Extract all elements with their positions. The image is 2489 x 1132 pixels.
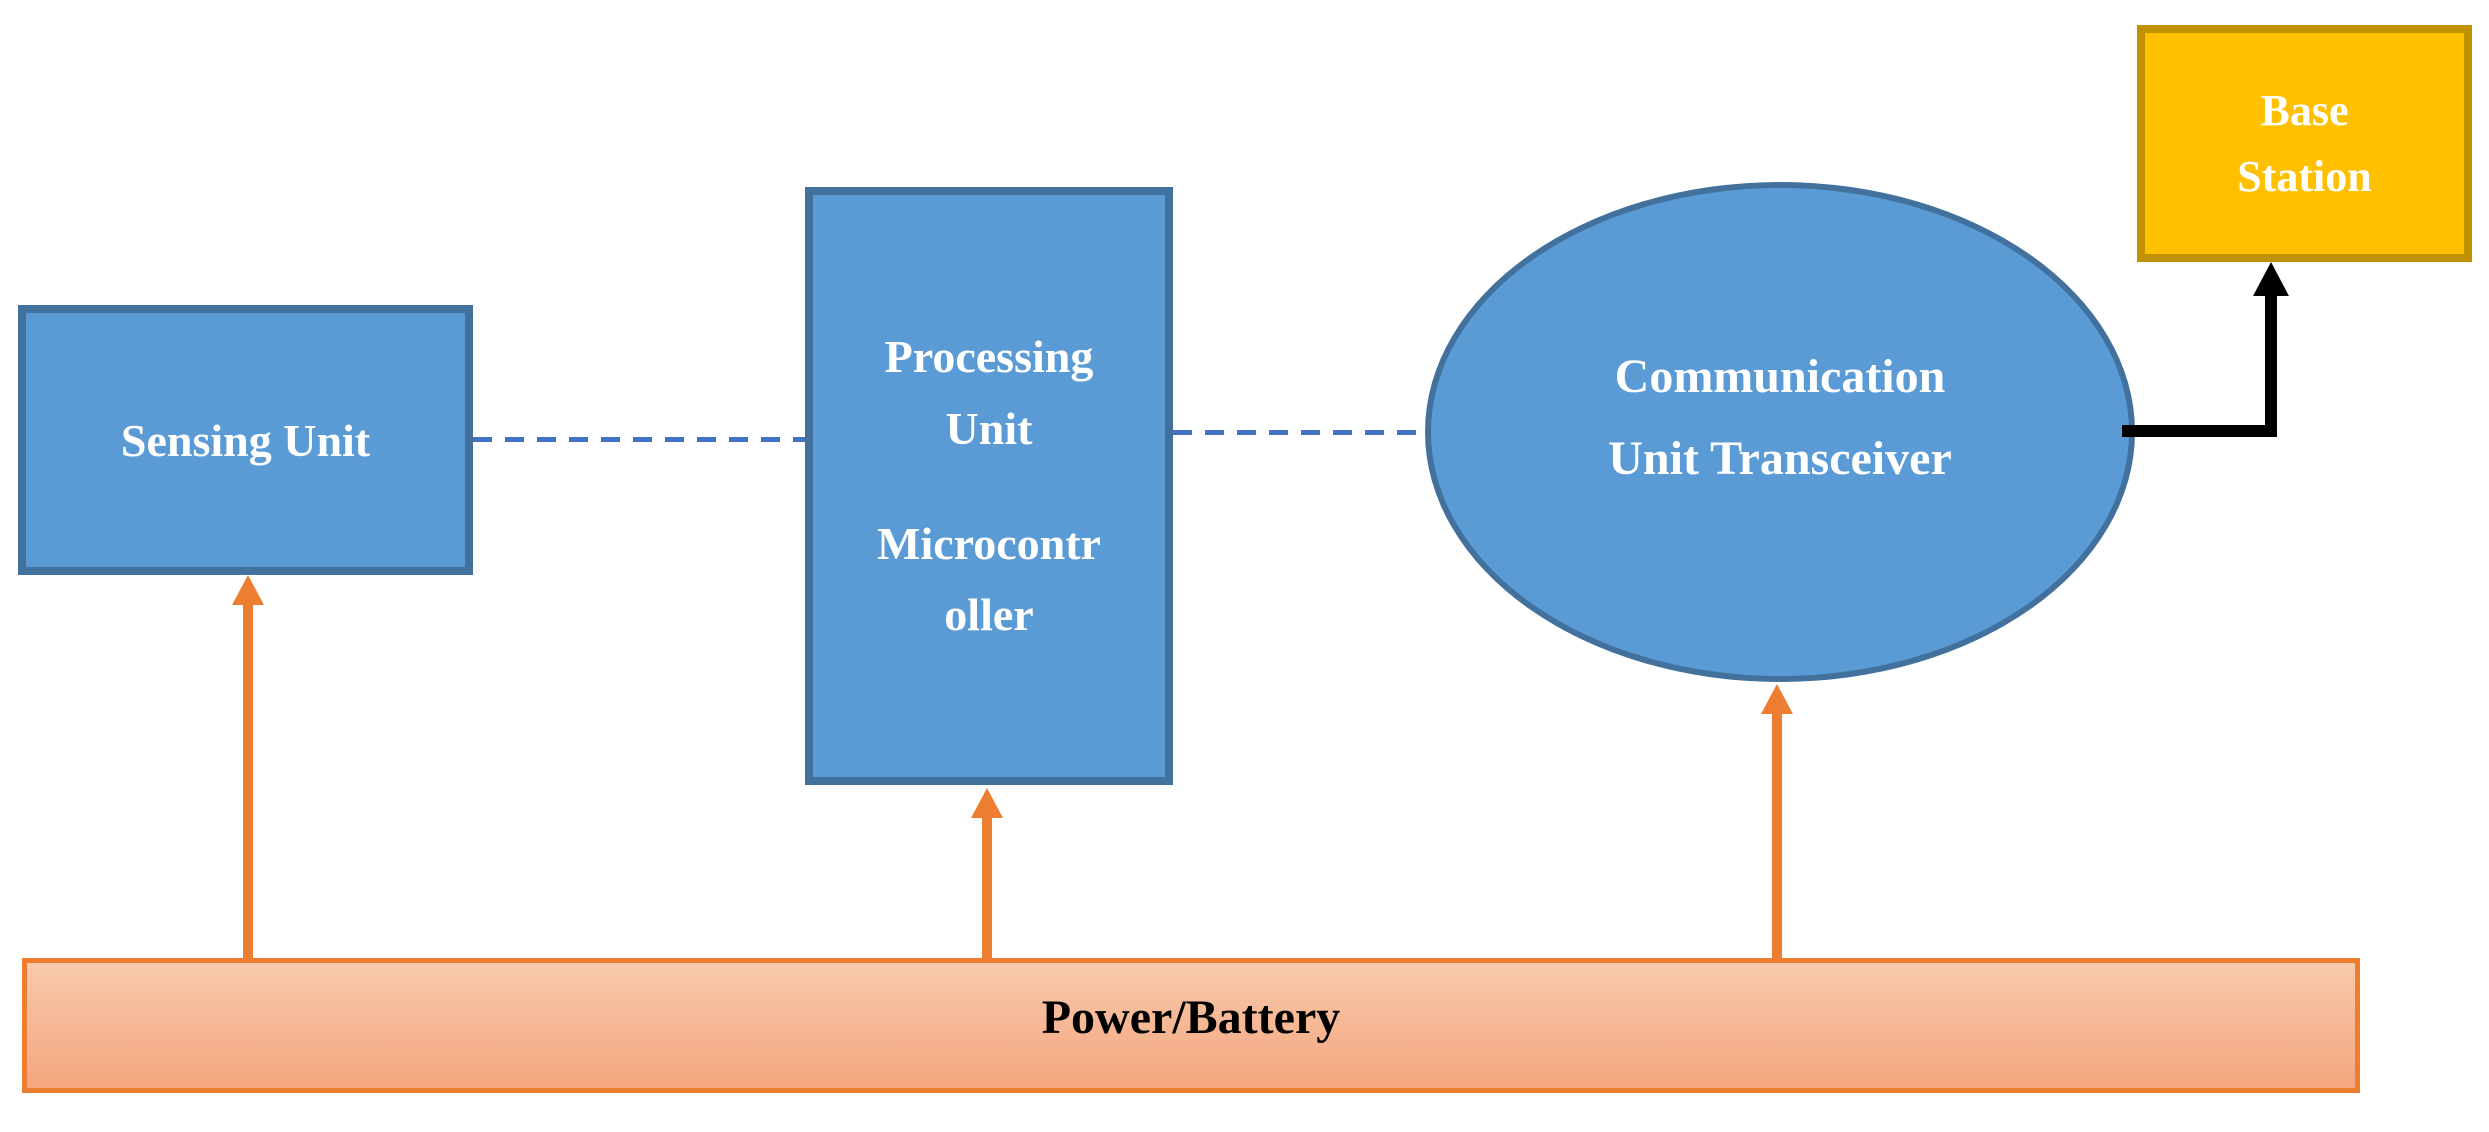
arrowhead-up-orange-processing-icon — [971, 788, 1003, 818]
processing-unit-title: Processing Unit — [884, 331, 1094, 454]
node-base-station: Base Station — [2137, 25, 2472, 262]
arrowhead-up-orange-communication-icon — [1761, 684, 1793, 714]
arrowhead-up-orange-sensing-icon — [232, 575, 264, 605]
connector-processing-to-communication — [1173, 430, 1425, 435]
connector-communication-to-basestation-horizontal — [2122, 425, 2277, 437]
arrowhead-up-black-icon — [2253, 262, 2289, 296]
base-station-label: Base Station — [2237, 85, 2372, 201]
connector-communication-to-basestation-vertical — [2265, 290, 2277, 437]
communication-unit-label: Communication Unit Transceiver — [1608, 350, 1952, 485]
sensing-unit-label: Sensing Unit — [120, 414, 371, 466]
connector-sensing-to-processing — [473, 437, 805, 442]
processing-unit-subtitle: Microcontr oller — [877, 518, 1101, 641]
node-communication-unit-transceiver: Communication Unit Transceiver — [1425, 182, 2135, 682]
connector-power-to-processing — [982, 816, 992, 958]
node-sensing-unit: Sensing Unit — [18, 305, 473, 575]
power-battery-label: Power/Battery — [1041, 991, 1341, 1044]
node-power-battery: Power/Battery — [22, 958, 2360, 1093]
connector-power-to-communication — [1772, 712, 1782, 958]
node-processing-unit: Processing Unit Microcontr oller — [805, 187, 1173, 785]
connector-power-to-sensing — [243, 603, 253, 958]
